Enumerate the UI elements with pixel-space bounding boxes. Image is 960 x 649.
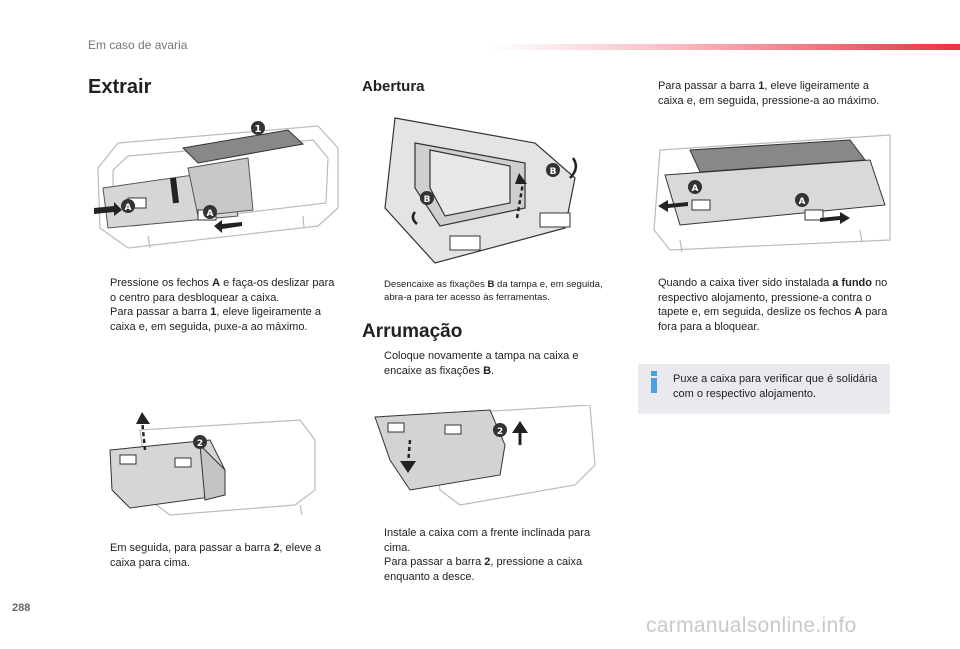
arrumacao-bullet-3: Para passar a barra 2, pressione a caixa… <box>364 555 616 584</box>
watermark: carmanualsonline.info <box>646 614 857 637</box>
bullet-mark <box>90 541 110 570</box>
label-latch-a-left: A <box>125 203 132 213</box>
figure-instalar-latches: A A <box>653 134 891 253</box>
label-fixing-b-right: B <box>550 167 557 177</box>
figure-abertura-fixings: B B <box>384 117 578 264</box>
label-latch-a-left-2: A <box>692 184 699 194</box>
right-bullet-1: Para passar a barra 1, eleve ligeirament… <box>638 79 890 108</box>
bullet-mark <box>364 555 384 584</box>
bullet-mark <box>364 278 384 304</box>
arrumacao-bullet-1: Coloque novamente a tampa na caixa e enc… <box>364 349 616 378</box>
extrair-bullet-3: Em seguida, para passar a barra 2, eleve… <box>90 541 342 570</box>
extrair-bullets: Pressione os fechos A e faça-os deslizar… <box>90 276 342 334</box>
extrair-bullets-2: Em seguida, para passar a barra 2, eleve… <box>90 541 342 570</box>
label-bar-2-store: 2 <box>497 427 503 437</box>
info-box: Puxe a caixa para verificar que é solidá… <box>638 364 890 414</box>
section-title-abertura: Abertura <box>362 78 425 95</box>
page-number: 288 <box>12 602 31 614</box>
arrumacao-bullets: Coloque novamente a tampa na caixa e enc… <box>364 349 616 378</box>
section-title-extrair: Extrair <box>88 76 152 98</box>
abertura-bullets: Desencaixe as fixações B da tampa e, em … <box>364 278 616 304</box>
header-accent-bar <box>490 44 960 50</box>
info-icon <box>651 371 657 393</box>
arrumacao-bullet-2: Instale a caixa com a frente inclinada p… <box>364 526 616 555</box>
arrumacao-bullets-2: Instale a caixa com a frente inclinada p… <box>364 526 616 584</box>
extrair-bullet-1: Pressione os fechos A e faça-os deslizar… <box>90 276 342 305</box>
label-bar-2: 2 <box>197 439 203 449</box>
label-latch-a-right: A <box>207 209 214 219</box>
figure-arrumacao-bar-2: 2 <box>374 405 596 506</box>
bullet-mark <box>364 349 384 378</box>
extrair-bullet-2: Para passar a barra 1, eleve ligeirament… <box>90 305 342 334</box>
bullet-mark <box>364 526 384 555</box>
abertura-bullet-1: Desencaixe as fixações B da tampa e, em … <box>364 278 616 304</box>
right-bullets-2: Quando a caixa tiver sido instalada a fu… <box>638 276 890 334</box>
right-bullets: Para passar a barra 1, eleve ligeirament… <box>638 79 890 108</box>
right-bullet-2: Quando a caixa tiver sido instalada a fu… <box>638 276 890 334</box>
label-fixing-b-left: B <box>424 195 431 205</box>
figure-extrair-bar-2: 2 <box>109 412 316 516</box>
label-latch-a-right-2: A <box>799 197 806 207</box>
bullet-mark <box>90 276 110 305</box>
bullet-mark <box>90 305 110 334</box>
bullet-mark <box>638 276 658 334</box>
page-header-title: Em caso de avaria <box>88 38 188 52</box>
bullet-mark <box>638 79 658 108</box>
figure-extrair-latches: 1 A A <box>94 121 339 249</box>
label-bar-1: 1 <box>255 124 262 135</box>
section-title-arrumacao: Arrumação <box>362 321 463 342</box>
info-text: Puxe a caixa para verificar que é solidá… <box>673 373 878 400</box>
